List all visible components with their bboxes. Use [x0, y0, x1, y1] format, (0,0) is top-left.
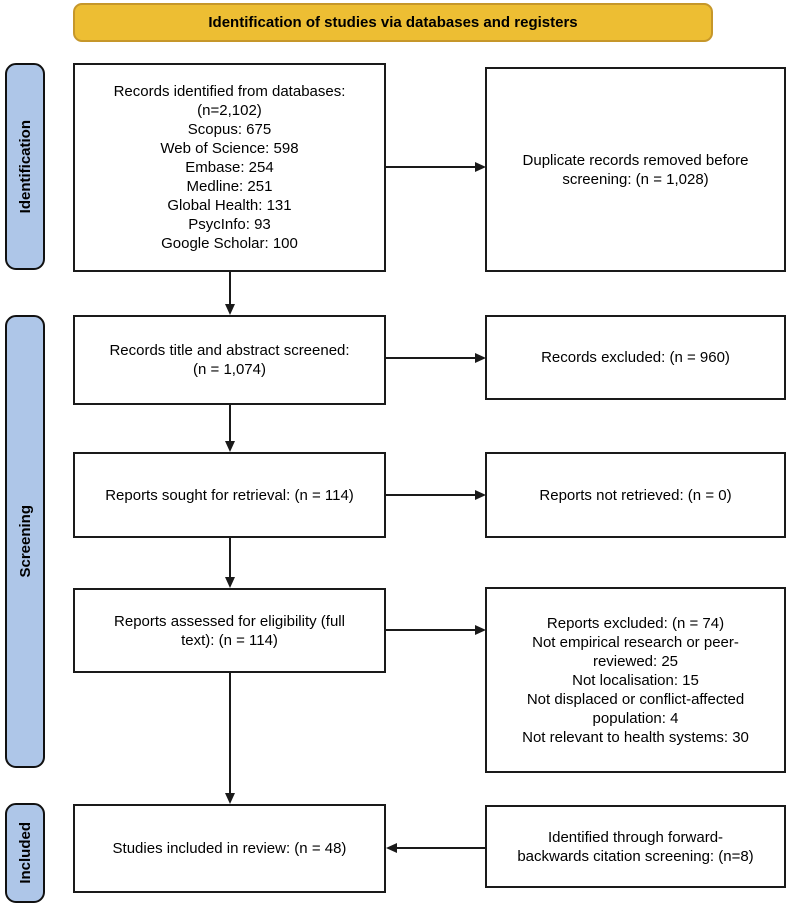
arrow-identified-to-screened	[224, 272, 235, 315]
box-title-abstract-screened-text: Records title and abstract screened: (n …	[109, 342, 350, 378]
box-records-identified-text: Records identified from databases: (n=2,…	[113, 83, 346, 252]
arrow-citation-to-included	[386, 842, 485, 853]
box-duplicates-removed: Duplicate records removed before screeni…	[485, 67, 786, 272]
box-reports-sought-text: Reports sought for retrieval: (n = 114)	[105, 486, 354, 504]
box-citation-screening: Identified through forward- backwards ci…	[485, 805, 786, 888]
arrow-sought-to-not-retrieved	[386, 489, 486, 500]
arrow-identified-to-duplicates	[386, 161, 486, 172]
arrow-assessed-to-included	[224, 673, 235, 804]
arrow-assessed-to-excluded	[386, 624, 486, 635]
box-records-excluded: Records excluded: (n = 960)	[485, 315, 786, 400]
box-reports-excluded-text: Reports excluded: (n = 74) Not empirical…	[522, 614, 749, 746]
stage-label-included-text: Included	[16, 822, 34, 884]
box-reports-sought: Reports sought for retrieval: (n = 114)	[73, 452, 386, 538]
box-reports-excluded: Reports excluded: (n = 74) Not empirical…	[485, 587, 786, 773]
stage-label-screening: Screening	[5, 315, 45, 768]
stage-label-identification-text: Identification	[16, 119, 34, 214]
stage-label-identification: Identification	[5, 63, 45, 270]
arrow-screened-to-sought	[224, 405, 235, 452]
stage-label-included: Included	[5, 803, 45, 903]
box-title-abstract-screened: Records title and abstract screened: (n …	[73, 315, 386, 405]
box-reports-not-retrieved-text: Reports not retrieved: (n = 0)	[539, 486, 732, 504]
box-reports-assessed-text: Reports assessed for eligibility (full t…	[114, 612, 345, 649]
arrow-screened-to-excluded	[386, 352, 486, 363]
box-studies-included-text: Studies included in review: (n = 48)	[112, 840, 347, 857]
box-reports-not-retrieved: Reports not retrieved: (n = 0)	[485, 452, 786, 538]
box-duplicates-removed-text: Duplicate records removed before screeni…	[522, 151, 749, 188]
box-records-identified: Records identified from databases: (n=2,…	[73, 63, 386, 272]
diagram-title: Identification of studies via databases …	[208, 14, 578, 31]
box-reports-assessed: Reports assessed for eligibility (full t…	[73, 588, 386, 673]
box-studies-included: Studies included in review: (n = 48)	[73, 804, 386, 893]
arrow-sought-to-assessed	[224, 538, 235, 588]
diagram-title-banner: Identification of studies via databases …	[73, 3, 713, 42]
stage-label-screening-text: Screening	[16, 505, 34, 578]
box-citation-screening-text: Identified through forward- backwards ci…	[517, 828, 754, 865]
box-records-excluded-text: Records excluded: (n = 960)	[541, 349, 730, 366]
